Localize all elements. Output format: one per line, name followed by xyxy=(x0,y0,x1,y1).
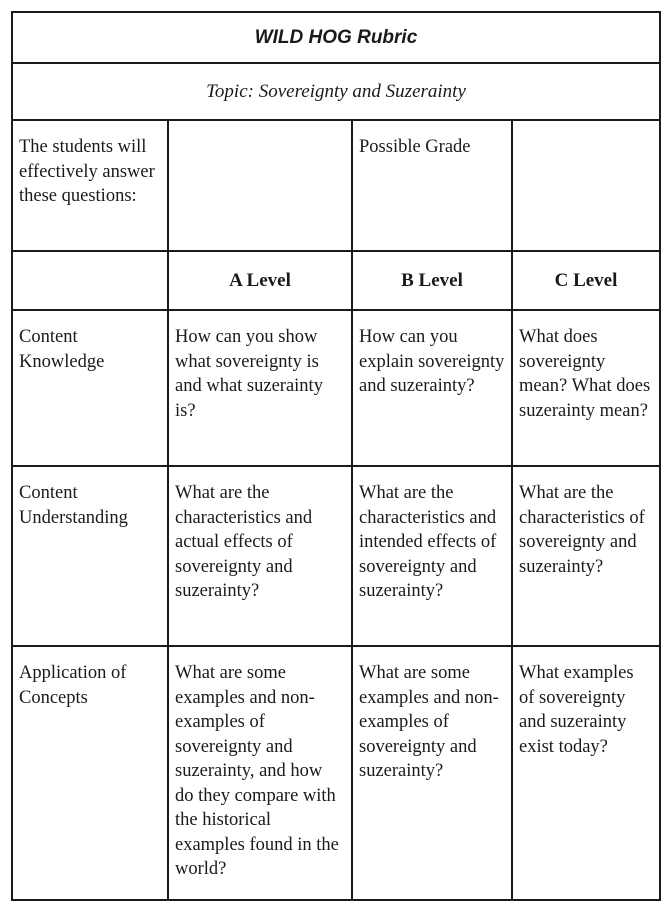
possible-grade-cell: Possible Grade xyxy=(351,119,513,252)
criteria-cell: What are some examples and non-examples … xyxy=(167,645,353,901)
rubric-table: WILD HOG Rubric Topic: Sovereignty and S… xyxy=(11,11,661,901)
rubric-topic: Topic: Sovereignty and Suzerainty xyxy=(11,62,661,121)
row-label: Application of Concepts xyxy=(11,645,169,901)
criteria-cell: What are the characteristics of sovereig… xyxy=(511,465,661,647)
intro-cell: The students will effectively answer the… xyxy=(11,119,169,252)
level-header-b: B Level xyxy=(351,250,513,311)
criteria-cell: How can you show what sovereignty is and… xyxy=(167,309,353,467)
criteria-cell: How can you explain sovereignty and suze… xyxy=(351,309,513,467)
criteria-cell: What examples of sovereignty and suzerai… xyxy=(511,645,661,901)
row-label: Content Knowledge xyxy=(11,309,169,467)
level-header-a: A Level xyxy=(167,250,353,311)
criteria-cell: What does sovereignty mean? What does su… xyxy=(511,309,661,467)
criteria-cell: What are some examples and non-examples … xyxy=(351,645,513,901)
row-label: Content Understanding xyxy=(11,465,169,647)
table-row: Content Understanding What are the chara… xyxy=(11,465,661,647)
level-header-c: C Level xyxy=(511,250,661,311)
empty-cell xyxy=(511,119,661,252)
empty-cell xyxy=(167,119,353,252)
empty-cell xyxy=(11,250,169,311)
table-row: Application of Concepts What are some ex… xyxy=(11,645,661,901)
table-row: Content Knowledge How can you show what … xyxy=(11,309,661,467)
rubric-title: WILD HOG Rubric xyxy=(11,11,661,64)
criteria-cell: What are the characteristics and actual … xyxy=(167,465,353,647)
criteria-cell: What are the characteristics and intende… xyxy=(351,465,513,647)
